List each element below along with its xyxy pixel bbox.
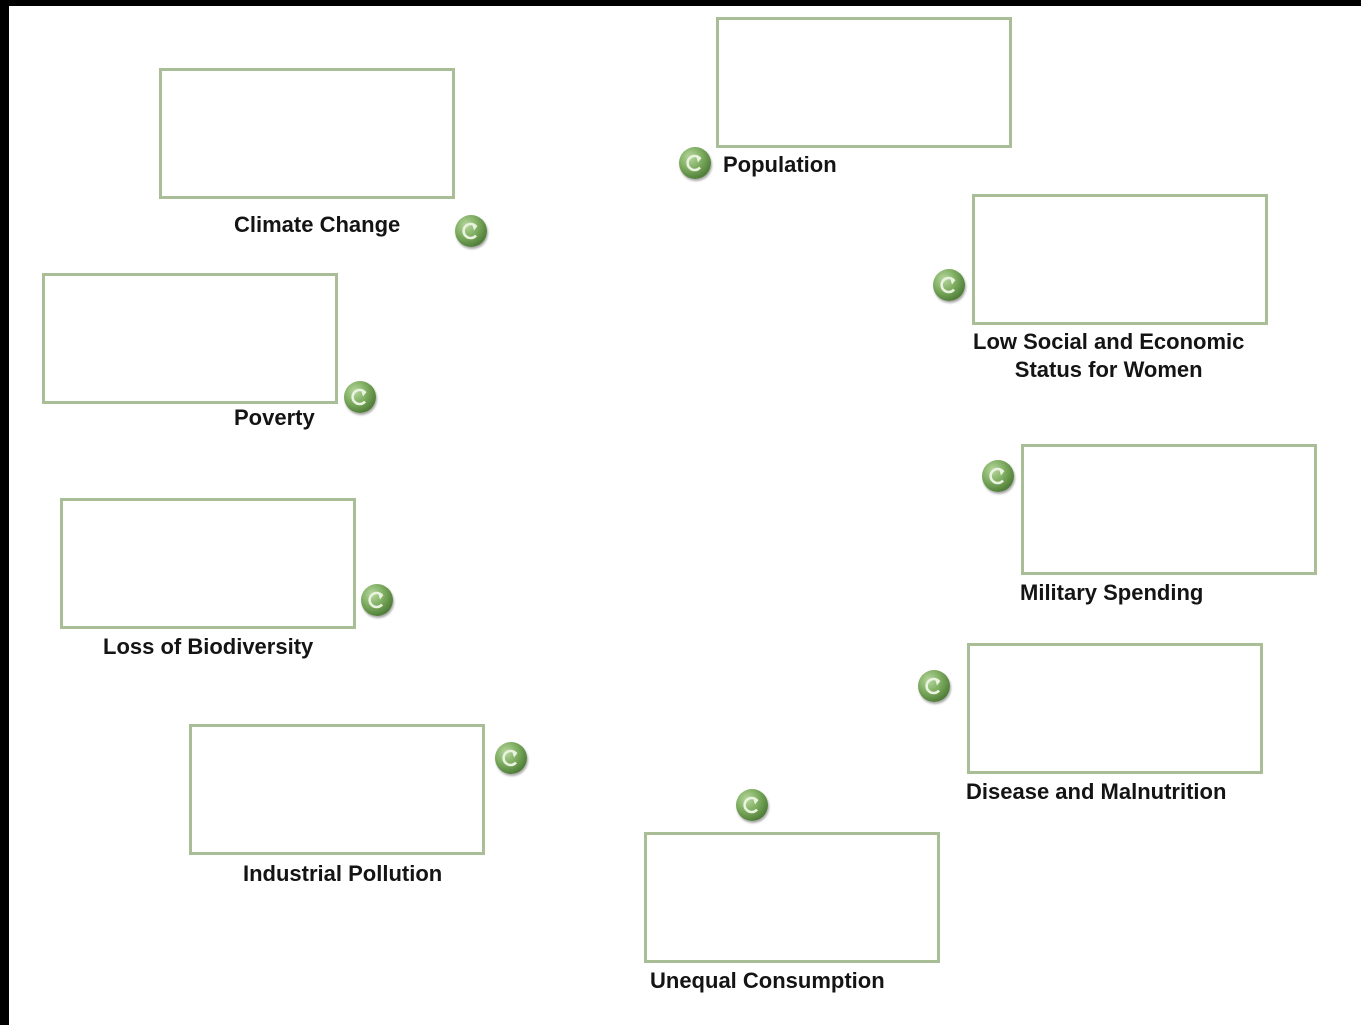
unequal-consumption-answer-box[interactable] <box>644 832 940 963</box>
industrial-pollution-button[interactable] <box>495 742 527 774</box>
low-status-women-label-line2: Status for Women <box>1014 357 1203 382</box>
circle-arrow-icon <box>368 591 384 609</box>
poverty-label: Poverty <box>234 405 315 430</box>
disease-malnutrition-answer-box[interactable] <box>967 643 1263 774</box>
circle-arrow-icon <box>686 154 702 172</box>
population-button[interactable] <box>679 147 711 179</box>
diagram-canvas: Population Climate Change Low Social and… <box>9 6 1361 1025</box>
poverty-answer-box[interactable] <box>42 273 338 404</box>
circle-arrow-icon <box>989 467 1005 485</box>
loss-of-biodiversity-answer-box[interactable] <box>60 498 356 629</box>
circle-arrow-icon <box>502 749 518 767</box>
poverty-button[interactable] <box>344 381 376 413</box>
circle-arrow-icon <box>351 388 367 406</box>
military-spending-button[interactable] <box>982 460 1014 492</box>
industrial-pollution-answer-box[interactable] <box>189 724 485 855</box>
population-label: Population <box>723 152 837 177</box>
industrial-pollution-label: Industrial Pollution <box>243 861 443 886</box>
circle-arrow-icon <box>743 796 759 814</box>
low-status-women-answer-box[interactable] <box>972 194 1268 325</box>
climate-change-answer-box[interactable] <box>159 68 455 199</box>
circle-arrow-icon <box>462 222 478 240</box>
low-status-women-label-line1: Low Social and Economic <box>973 329 1245 354</box>
low-status-women-button[interactable] <box>933 269 965 301</box>
low-status-women-label: Low Social and Economic Status for Women <box>973 328 1244 384</box>
disease-malnutrition-label: Disease and Malnutrition <box>966 779 1227 804</box>
unequal-consumption-button[interactable] <box>736 789 768 821</box>
population-answer-box[interactable] <box>716 17 1012 148</box>
circle-arrow-icon <box>925 677 941 695</box>
climate-change-button[interactable] <box>455 215 487 247</box>
climate-change-label: Climate Change <box>234 212 401 237</box>
military-spending-answer-box[interactable] <box>1021 444 1317 575</box>
circle-arrow-icon <box>940 276 956 294</box>
disease-malnutrition-button[interactable] <box>918 670 950 702</box>
loss-of-biodiversity-button[interactable] <box>361 584 393 616</box>
loss-of-biodiversity-label: Loss of Biodiversity <box>103 634 314 659</box>
unequal-consumption-label: Unequal Consumption <box>650 968 885 993</box>
military-spending-label: Military Spending <box>1020 580 1204 605</box>
